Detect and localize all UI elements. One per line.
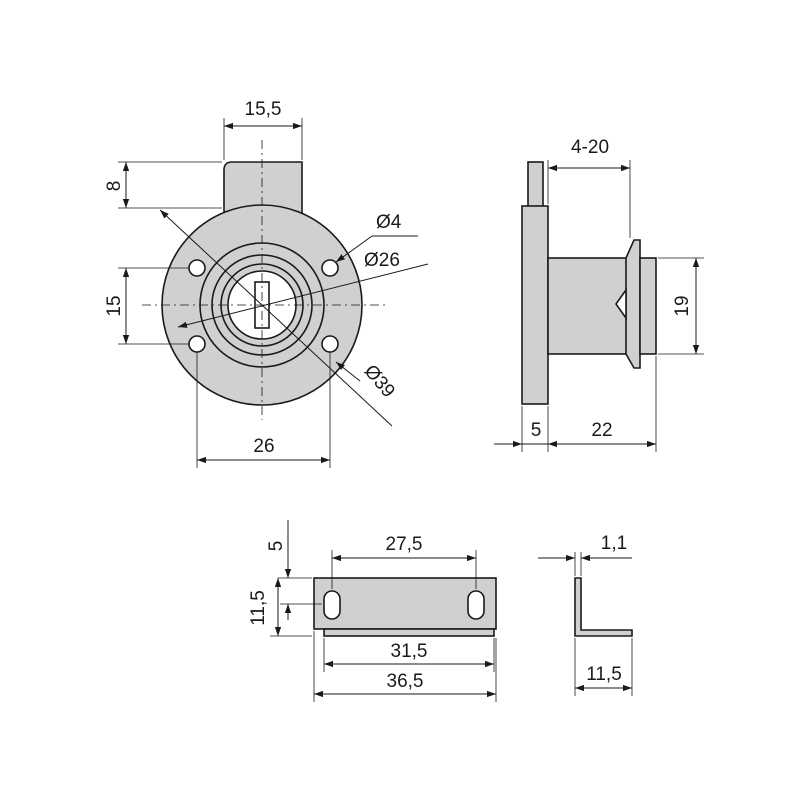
front-view: 15,5 8 15 Ø4 Ø26 Ø39 26 xyxy=(104,99,429,468)
dim-label-5-side: 5 xyxy=(531,420,542,441)
side-view: 4-20 19 5 22 xyxy=(494,137,704,452)
dim-label-27-5: 27,5 xyxy=(386,534,423,555)
dim-label-11-5-plate: 11,5 xyxy=(248,590,269,626)
side-nut xyxy=(639,257,657,355)
mount-hole-tl xyxy=(188,259,206,277)
dim-label-19: 19 xyxy=(672,295,693,316)
side-nut-cone xyxy=(625,239,641,369)
dim-label-36-5: 36,5 xyxy=(387,671,424,692)
dim-label-4-20: 4-20 xyxy=(571,137,609,158)
strike-plate xyxy=(313,577,497,630)
mount-hole-br xyxy=(321,335,339,353)
dim-label-dia-4: Ø4 xyxy=(376,212,402,233)
dim-label-31-5: 31,5 xyxy=(391,641,428,662)
dim-label-8: 8 xyxy=(104,181,125,192)
side-body xyxy=(547,257,629,355)
side-bolt xyxy=(527,161,544,209)
slot-left xyxy=(323,590,341,620)
strike-plate-lip xyxy=(323,628,495,637)
dim-label-dia-26: Ø26 xyxy=(364,250,400,271)
mount-hole-tr xyxy=(321,259,339,277)
strike-plate-view: 5 11,5 27,5 31,5 36,5 xyxy=(248,520,497,702)
dim-label-15-5: 15,5 xyxy=(245,99,282,120)
mount-hole-bl xyxy=(188,335,206,353)
side-flange xyxy=(521,205,549,405)
angle-profile-view: 1,1 11,5 xyxy=(538,533,633,696)
dim-label-26: 26 xyxy=(253,436,274,457)
slot-right xyxy=(467,590,485,620)
angle-profile xyxy=(574,577,633,637)
dim-label-dia-39: Ø39 xyxy=(360,361,399,402)
top-tab xyxy=(223,161,303,215)
dim-label-22: 22 xyxy=(591,420,612,441)
dim-label-15: 15 xyxy=(104,295,125,316)
dim-label-1-1: 1,1 xyxy=(601,533,627,554)
dim-label-11-5-angle: 11,5 xyxy=(586,664,622,685)
side-notch xyxy=(615,287,627,321)
dim-label-5-plate: 5 xyxy=(266,541,287,552)
